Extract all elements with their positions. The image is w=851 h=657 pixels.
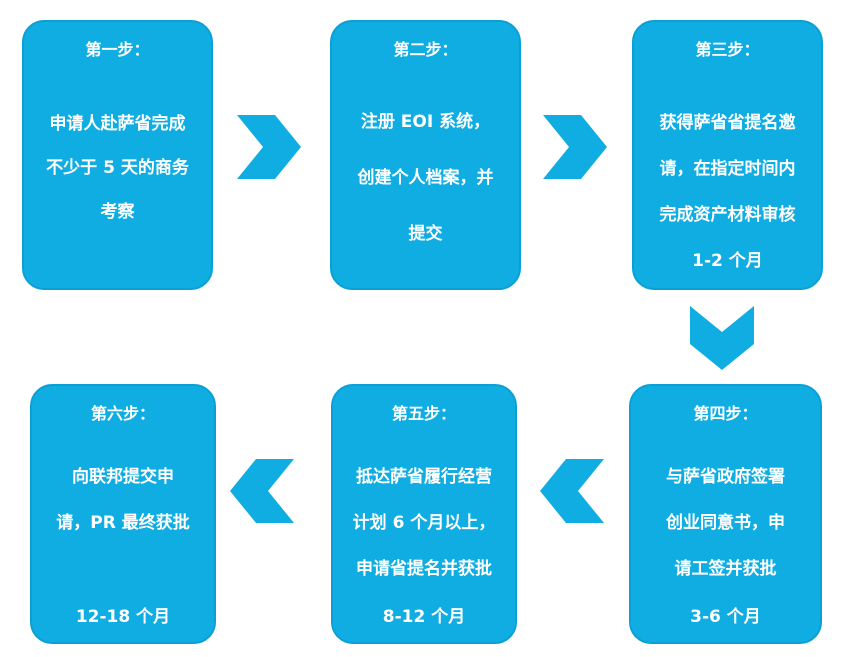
step-3-box: 第三步： 获得萨省省提名邀 请，在指定时间内 完成资产材料审核 1-2 个月: [632, 20, 823, 290]
step-2-line-3: 提交: [408, 224, 443, 244]
chevron-left-icon: [230, 459, 294, 523]
step-6-duration: 12-18 个月: [75, 607, 171, 627]
chevron-left-icon: [540, 459, 604, 523]
step-4-line-1: 与萨省政府签署: [666, 467, 785, 487]
step-6-line-2: 请，PR 最终获批: [56, 513, 190, 533]
step-3-text: 获得萨省省提名邀 请，在指定时间内 完成资产材料审核: [644, 100, 811, 238]
step-2-title: 第二步：: [393, 40, 458, 59]
step-2-text: 注册 EOI 系统， 创建个人档案，并 提交: [342, 94, 509, 262]
step-4-title: 第四步：: [693, 404, 758, 423]
step-3-duration: 1-2 个月: [692, 251, 763, 271]
step-1-line-2: 不少于 5 天的商务: [46, 158, 189, 178]
step-4-box: 第四步： 与萨省政府签署 创业同意书，申 请工签并获批 3-6 个月: [629, 384, 822, 644]
step-5-line-1: 抵达萨省履行经营: [356, 467, 492, 487]
step-2-line-1: 注册 EOI 系统，: [360, 112, 491, 132]
step-1-line-1: 申请人赴萨省完成: [49, 114, 186, 134]
chevron-right-icon: [237, 115, 301, 179]
step-3-line-3: 完成资产材料审核: [659, 205, 796, 225]
step-3-line-2: 请，在指定时间内: [659, 159, 796, 179]
step-5-duration: 8-12 个月: [382, 607, 466, 627]
step-2-box: 第二步： 注册 EOI 系统， 创建个人档案，并 提交: [330, 20, 521, 290]
chevron-down-icon: [690, 306, 754, 370]
step-4-line-3: 请工签并获批: [674, 559, 777, 579]
step-6-line-1: 向联邦提交申: [72, 467, 174, 487]
step-5-title: 第五步：: [391, 404, 456, 423]
step-2-line-2: 创建个人档案，并: [357, 168, 494, 188]
step-5-box: 第五步： 抵达萨省履行经营 计划 6 个月以上， 申请省提名并获批 8-12 个…: [331, 384, 517, 644]
step-6-text: 向联邦提交申 请，PR 最终获批: [42, 454, 204, 546]
step-1-title: 第一步：: [85, 40, 150, 59]
step-1-box: 第一步： 申请人赴萨省完成 不少于 5 天的商务 考察: [22, 20, 213, 290]
step-4-text: 与萨省政府签署 创业同意书，申 请工签并获批: [641, 454, 810, 592]
step-5-line-2: 计划 6 个月以上，: [352, 513, 496, 533]
step-3-title: 第三步：: [695, 40, 760, 59]
step-6-title: 第六步：: [90, 404, 155, 423]
step-1-text: 申请人赴萨省完成 不少于 5 天的商务 考察: [34, 102, 201, 234]
step-4-line-2: 创业同意书，申: [666, 513, 785, 533]
step-5-text: 抵达萨省履行经营 计划 6 个月以上， 申请省提名并获批: [343, 454, 505, 592]
step-6-box: 第六步： 向联邦提交申 请，PR 最终获批 12-18 个月: [30, 384, 216, 644]
chevron-right-icon: [543, 115, 607, 179]
step-4-duration: 3-6 个月: [690, 607, 761, 627]
step-1-line-3: 考察: [100, 202, 135, 222]
step-3-line-1: 获得萨省省提名邀: [659, 113, 796, 133]
step-5-line-3: 申请省提名并获批: [356, 559, 492, 579]
